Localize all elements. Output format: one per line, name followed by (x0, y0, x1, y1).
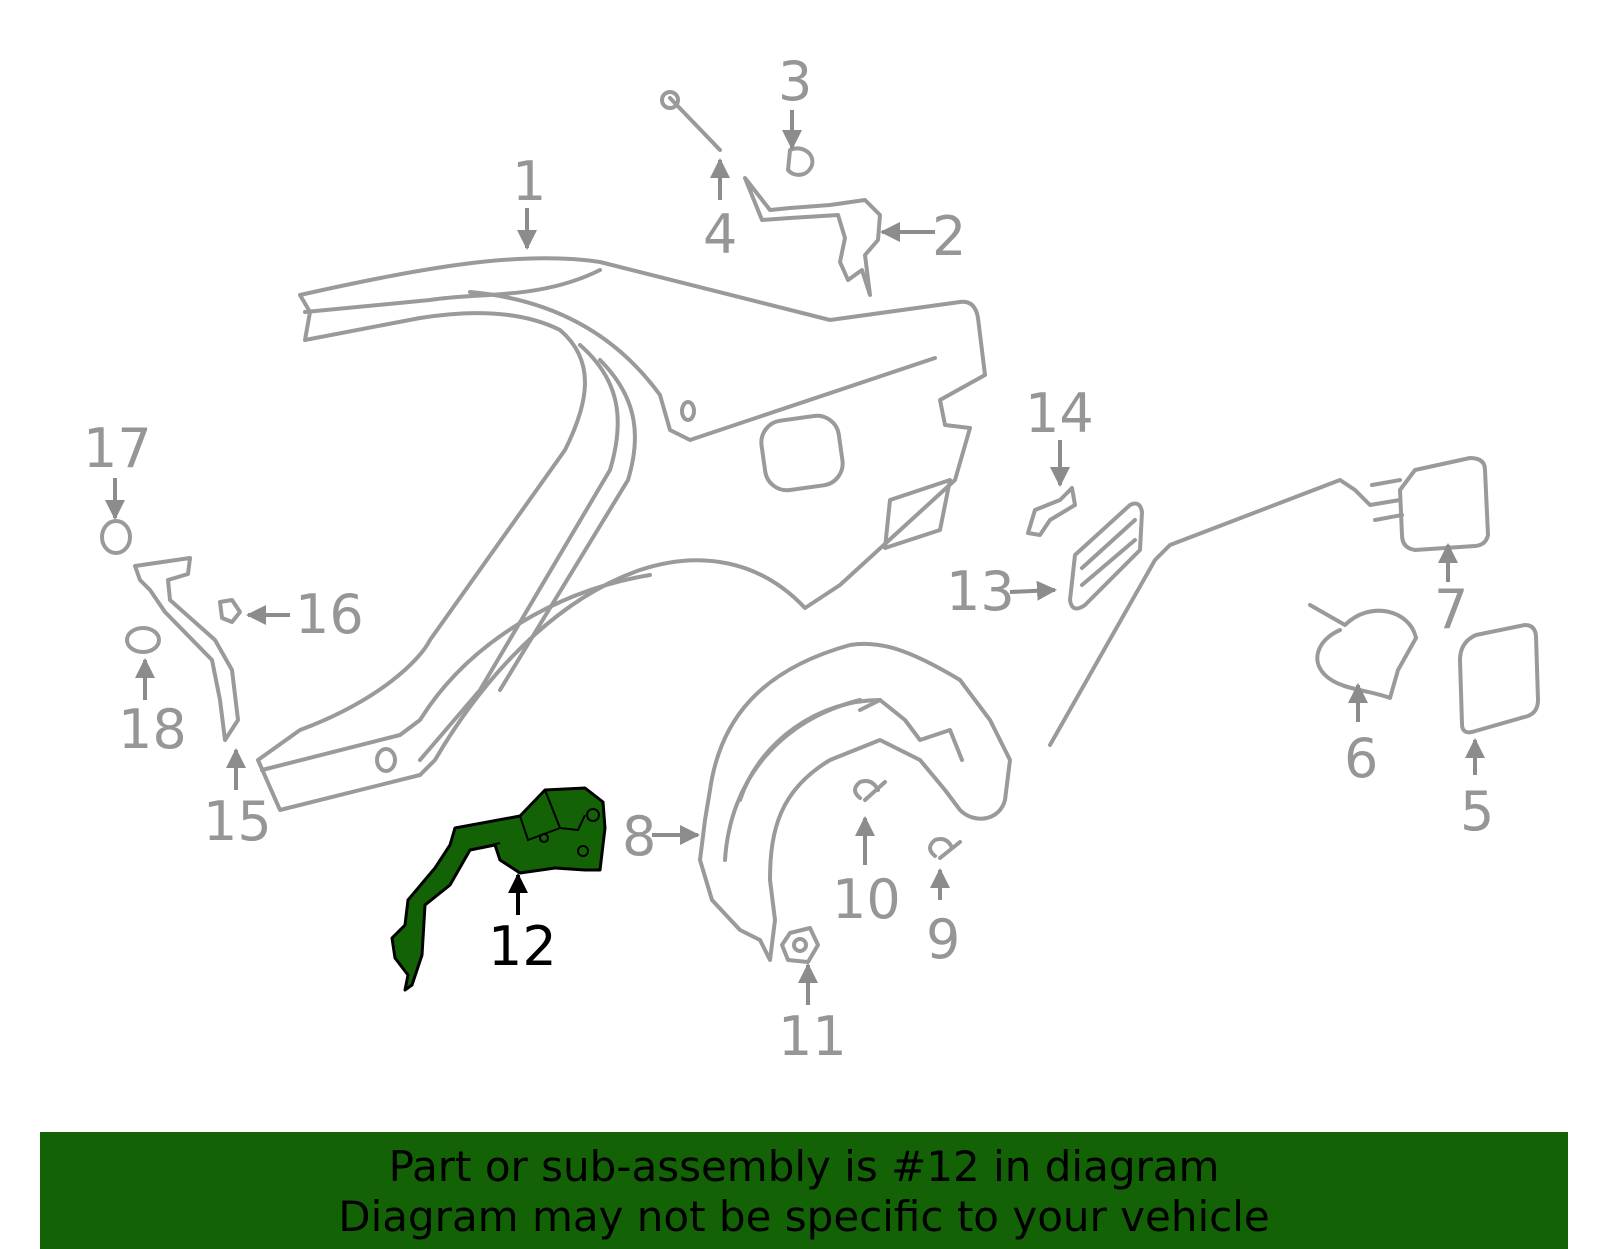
callout-labels: 1 2 3 4 5 6 7 8 9 10 11 12 13 14 15 16 1… (83, 50, 1494, 1068)
callout-1: 1 (512, 150, 546, 213)
callout-9: 9 (926, 908, 960, 971)
fuel-door-assembly (1048, 456, 1540, 747)
parts-diagram: 1 2 3 4 5 6 7 8 9 10 11 12 13 14 15 16 1… (83, 50, 1540, 1068)
left-small-parts (100, 519, 242, 742)
callout-16: 16 (295, 583, 364, 646)
callout-3: 3 (778, 50, 812, 113)
fasteners (780, 779, 962, 964)
callout-10: 10 (832, 868, 901, 931)
callout-13: 13 (946, 560, 1015, 623)
callout-8: 8 (622, 805, 656, 868)
callout-4: 4 (703, 203, 737, 266)
info-banner: Part or sub-assembly is #12 in diagram D… (40, 1132, 1568, 1249)
callout-17: 17 (83, 417, 152, 480)
callout-6: 6 (1344, 727, 1378, 790)
fuel-door-bracket (660, 90, 882, 297)
callout-14: 14 (1025, 382, 1094, 445)
callout-arrows (105, 110, 1485, 1005)
banner-line-1: Part or sub-assembly is #12 in diagram (388, 1142, 1220, 1191)
quarter-panel (256, 256, 987, 812)
fender-liner (698, 641, 1012, 962)
highlighted-part-12 (390, 786, 607, 992)
callout-11: 11 (778, 1005, 847, 1068)
banner-line-2: Diagram may not be specific to your vehi… (338, 1192, 1270, 1241)
callout-15: 15 (203, 790, 272, 853)
callout-18: 18 (118, 698, 187, 761)
vent-louver (1026, 486, 1144, 611)
callout-5: 5 (1460, 780, 1494, 843)
callout-12: 12 (488, 915, 557, 978)
callout-2: 2 (932, 205, 966, 268)
callout-7: 7 (1434, 578, 1468, 641)
